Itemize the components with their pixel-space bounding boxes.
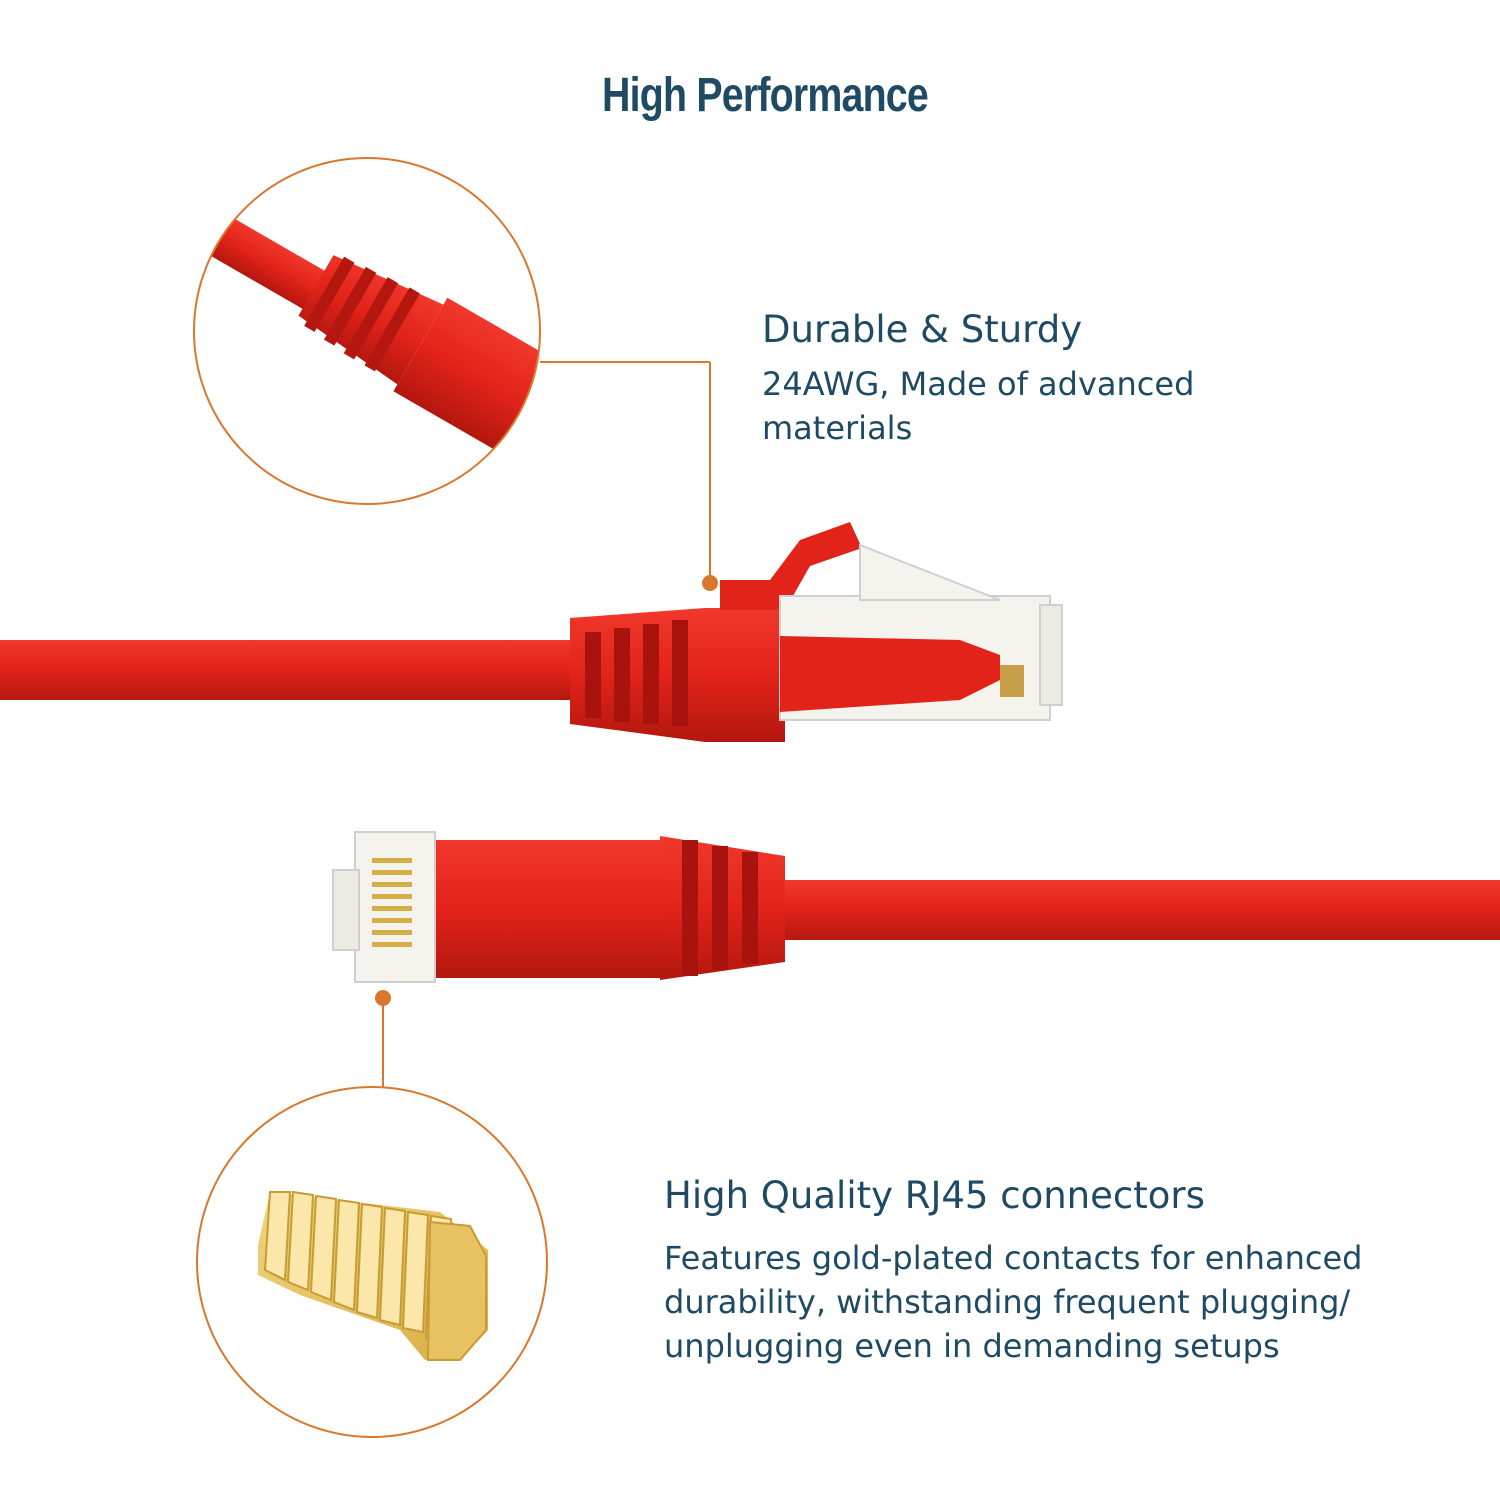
gold-contacts-closeup-icon bbox=[196, 1086, 548, 1438]
cable-boot-closeup-icon bbox=[193, 157, 541, 505]
callout-dot-top bbox=[702, 575, 718, 591]
page-title: High Performance bbox=[602, 69, 929, 122]
feature-heading-durable: Durable & Sturdy bbox=[762, 308, 1083, 351]
callout-line-top bbox=[540, 361, 711, 580]
upper-cable bbox=[0, 522, 1063, 742]
lower-cable bbox=[332, 831, 1500, 983]
feature-heading-connectors: High Quality RJ45 connectors bbox=[664, 1174, 1205, 1217]
callout-dot-bottom bbox=[375, 990, 391, 1006]
feature-description-durable: 24AWG, Made of advanced materials bbox=[762, 365, 1195, 447]
feature-description-connectors: Features gold-plated contacts for enhanc… bbox=[664, 1239, 1363, 1365]
